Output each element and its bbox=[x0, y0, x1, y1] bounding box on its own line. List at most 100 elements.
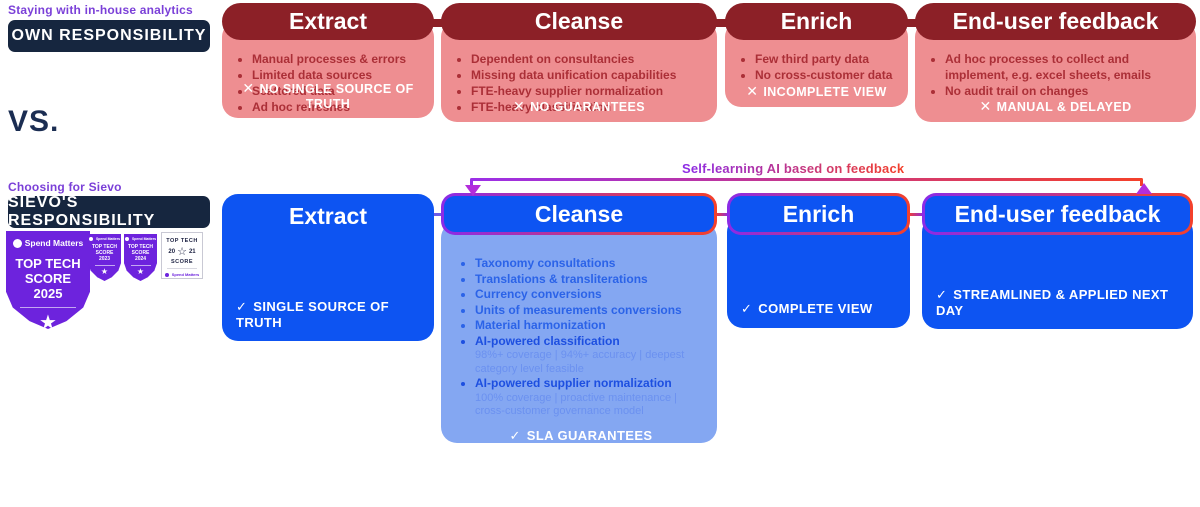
award-title: SCORE bbox=[170, 259, 194, 265]
sievo-extract-verdict: ✓SINGLE SOURCE OF TRUTH bbox=[236, 299, 389, 330]
top-connector bbox=[902, 19, 921, 27]
sievo-cleanse-card: Taxonomy consultations Translations & tr… bbox=[441, 222, 717, 507]
ai-community-subline: to deliver 3 times more accuracy over ot… bbox=[475, 482, 687, 507]
own-feedback-header: End-user feedback bbox=[915, 3, 1196, 40]
top-kicker: Staying with in-house analytics bbox=[8, 3, 193, 17]
own-enrich-header: Enrich bbox=[725, 3, 908, 40]
award-title: SCORE bbox=[131, 250, 150, 256]
own-extract-header: Extract bbox=[222, 3, 434, 40]
own-extract-verdict: ✕NO SINGLE SOURCE OF TRUTH bbox=[242, 80, 414, 111]
list-item: Manual processes & errors bbox=[252, 51, 426, 67]
own-cleanse-bullets: Dependent on consultancies Missing data … bbox=[449, 51, 709, 115]
star-icon: ★ bbox=[39, 312, 57, 334]
list-item: FTE-heavy supplier normalization bbox=[471, 83, 709, 99]
award-year: 2024 bbox=[134, 256, 147, 262]
own-feedback-bullets: Ad hoc processes to collect and implemen… bbox=[923, 51, 1188, 99]
list-item: Units of measurements conversions bbox=[475, 303, 703, 319]
sievo-cleanse-bullets: Taxonomy consultations Translations & tr… bbox=[459, 256, 703, 419]
own-responsibility-badge: OWN RESPONSIBILITY bbox=[8, 20, 210, 52]
top-connector bbox=[428, 19, 446, 27]
own-cleanse-verdict: ✕NO GUARANTEES bbox=[512, 98, 646, 114]
award-brand-label: Spend Matters bbox=[24, 238, 84, 248]
sievo-enrich-header: Enrich bbox=[727, 193, 910, 235]
own-extract-bullets: Manual processes & errors Limited data s… bbox=[230, 51, 426, 115]
list-item-featured: AI-powered supplier normalization 100% c… bbox=[475, 376, 703, 419]
list-item: Material harmonization bbox=[475, 318, 703, 334]
award-brand-label: Spend Matters bbox=[171, 272, 200, 277]
sievo-feedback-verdict: ✓STREAMLINED & APPLIED NEXT DAY bbox=[936, 287, 1169, 318]
award-year-right: 21 bbox=[188, 248, 196, 255]
feedback-loop-line bbox=[470, 178, 1143, 181]
cross-icon: ✕ bbox=[746, 83, 759, 99]
award-badge-2025: Spend Matters TOP TECH SCORE 2025 ★ bbox=[6, 231, 90, 329]
own-enrich-bullets: Few third party data No cross-customer d… bbox=[733, 51, 900, 83]
cross-icon: ✕ bbox=[979, 98, 992, 114]
star-icon: ★ bbox=[136, 267, 145, 276]
arrow-down-icon bbox=[465, 185, 481, 196]
sievo-cleanse-header: Cleanse bbox=[441, 193, 717, 235]
star-outline-icon: ☆ bbox=[177, 246, 187, 258]
list-item: No audit trail on changes bbox=[945, 83, 1188, 99]
feature-detail: 100% coverage | proactive maintenance | … bbox=[475, 391, 678, 418]
list-item: Limited data sources bbox=[252, 67, 426, 83]
award-year: 2023 bbox=[98, 256, 111, 262]
award-title: TOP TECH bbox=[166, 238, 198, 244]
feedback-loop-label: Self-learning AI based on feedback bbox=[682, 161, 905, 176]
award-title: SCORE bbox=[24, 271, 72, 286]
arrow-up-icon bbox=[1136, 183, 1152, 194]
list-item: Taxonomy consultations bbox=[475, 256, 703, 272]
cross-icon: ✕ bbox=[242, 80, 255, 96]
list-item: Ad hoc processes to collect and implemen… bbox=[945, 51, 1188, 83]
spendmatters-logo-icon bbox=[88, 237, 93, 241]
cross-icon: ✕ bbox=[512, 98, 526, 114]
award-year: 2025 bbox=[33, 286, 63, 301]
award-badge-2023: Spend Matters TOP TECH SCORE 2023 ★ bbox=[88, 234, 121, 281]
award-badge-2024: Spend Matters TOP TECH SCORE 2024 ★ bbox=[124, 234, 157, 281]
list-item: Missing data unification capabilities bbox=[471, 67, 709, 83]
check-icon: ✓ bbox=[236, 299, 248, 314]
list-item: Translations & transliterations bbox=[475, 272, 703, 288]
award-brand-label: Spend Matters bbox=[131, 237, 157, 241]
sievo-feedback-header: End-user feedback bbox=[922, 193, 1193, 235]
check-icon: ✓ bbox=[936, 287, 948, 302]
award-title: TOP TECH bbox=[15, 256, 81, 271]
own-cleanse-header: Cleanse bbox=[441, 3, 717, 40]
spendmatters-logo-icon bbox=[12, 238, 22, 248]
bottom-kicker: Choosing for Sievo bbox=[8, 180, 122, 194]
sievo-extract-header: Extract bbox=[289, 203, 367, 229]
list-item: Currency conversions bbox=[475, 287, 703, 303]
list-item: Ad hoc refreshes bbox=[252, 99, 426, 115]
own-feedback-verdict: ✕MANUAL & DELAYED bbox=[979, 98, 1132, 114]
bottom-connector bbox=[715, 213, 729, 216]
award-brand-label: Spend Matters bbox=[95, 237, 121, 241]
feature-detail: 98%+ coverage | 94%+ accuracy | deepest … bbox=[475, 349, 685, 375]
sievo-responsibility-badge: SIEVO'S RESPONSIBILITY bbox=[8, 194, 210, 229]
award-title: TOP TECH bbox=[127, 244, 154, 250]
list-item: No cross-customer data bbox=[755, 67, 900, 83]
bottom-connector bbox=[908, 213, 924, 216]
vs-label: VS. bbox=[8, 105, 60, 138]
sievo-extract-card: Extract ✓SINGLE SOURCE OF TRUTH bbox=[222, 194, 434, 341]
list-item: Scattered data bbox=[252, 83, 426, 99]
spendmatters-logo-icon bbox=[124, 237, 129, 241]
spendmatters-logo-icon bbox=[164, 272, 169, 277]
feedback-loop-elbow-left bbox=[470, 180, 473, 188]
bottom-connector bbox=[434, 213, 443, 216]
award-title: SCORE bbox=[95, 250, 114, 256]
award-card-2021: TOP TECH 20 ☆ 21 SCORE Spend Matters bbox=[161, 232, 203, 279]
list-item: Dependent on consultancies bbox=[471, 51, 709, 67]
own-enrich-verdict: ✕INCOMPLETE VIEW bbox=[746, 83, 887, 99]
ai-community-line: ✓AI TRAINED ON COMMUNITY DATA bbox=[477, 450, 685, 482]
check-icon: ✓ bbox=[477, 450, 489, 466]
star-icon: ★ bbox=[100, 267, 109, 276]
award-year-left: 20 bbox=[168, 248, 176, 255]
list-item: FTE-heavy classification bbox=[471, 99, 709, 115]
check-icon: ✓ bbox=[509, 427, 521, 443]
list-item: Few third party data bbox=[755, 51, 900, 67]
sla-guarantees-line: ✓SLA GUARANTEES bbox=[509, 427, 653, 443]
top-connector bbox=[711, 19, 731, 27]
sievo-enrich-verdict: ✓COMPLETE VIEW bbox=[741, 301, 873, 316]
list-item-featured: AI-powered classification 98%+ coverage … bbox=[475, 334, 703, 377]
check-icon: ✓ bbox=[741, 301, 753, 316]
award-title: TOP TECH bbox=[91, 244, 118, 250]
